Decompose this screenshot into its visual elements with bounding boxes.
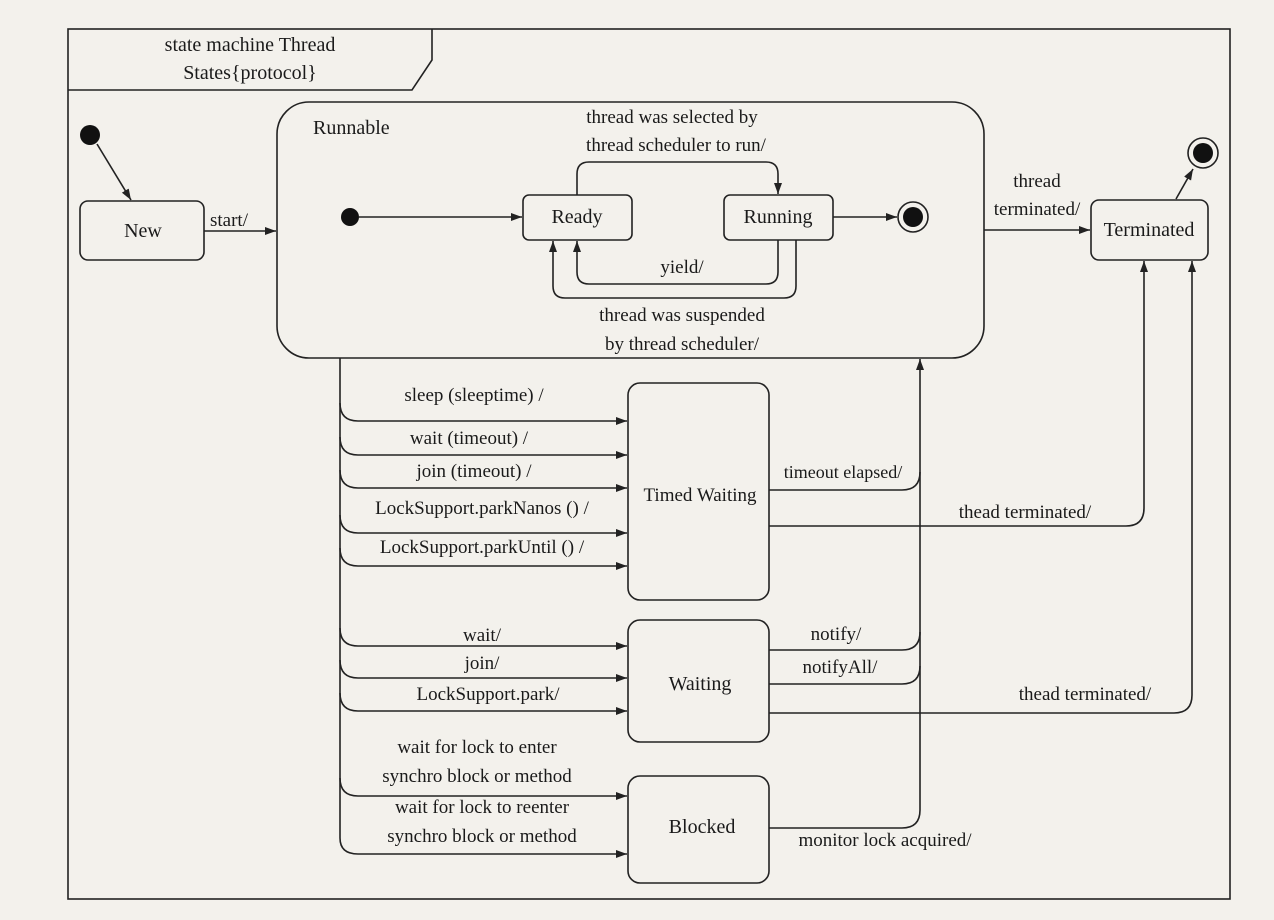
transition-join: join/ (464, 653, 501, 674)
transition-start: start/ (210, 210, 249, 231)
frame-title-line1: state machine Thread (165, 34, 336, 56)
transition-wait-timeout: wait (timeout) / (410, 428, 529, 449)
diagram-frame (67, 28, 1231, 900)
transition-terminated-line2: terminated/ (994, 199, 1081, 220)
transition-park-until: LockSupport.parkUntil () / (380, 537, 585, 558)
transition-park: LockSupport.park/ (416, 684, 560, 705)
state-timed-waiting-label: Timed Waiting (643, 485, 757, 506)
state-blocked (627, 775, 770, 884)
transition-park-nanos: LockSupport.parkNanos () / (375, 498, 589, 519)
transition-lock-reenter-line2: synchro block or method (387, 826, 577, 847)
state-blocked-label: Blocked (669, 816, 736, 838)
transition-terminated-line1: thread (1013, 171, 1061, 192)
transition-join-timeout: join (timeout) / (415, 461, 532, 482)
transition-lock-enter-line1: wait for lock to enter (397, 737, 557, 758)
transition-timeout-elapsed: timeout elapsed/ (784, 462, 902, 482)
transition-sleep: sleep (sleeptime) / (404, 385, 544, 406)
transition-suspended-line1: thread was suspended (599, 305, 765, 326)
runnable-final-state (897, 201, 929, 233)
state-ready-label: Ready (551, 206, 602, 228)
frame-title-tab (68, 29, 433, 91)
final-state (1187, 137, 1219, 169)
transition-wait: wait/ (463, 625, 502, 646)
state-timed-waiting (627, 382, 770, 601)
transition-thead-terminated-2: thead terminated/ (1019, 684, 1152, 705)
initial-state (80, 125, 100, 145)
state-runnable-label: Runnable (313, 117, 390, 139)
state-waiting (627, 619, 770, 743)
state-waiting-label: Waiting (669, 673, 732, 695)
transition-suspended-line2: by thread scheduler/ (605, 334, 760, 355)
state-running-label: Running (744, 206, 813, 228)
state-terminated (1090, 199, 1209, 261)
transition-thead-terminated-1: thead terminated/ (959, 502, 1092, 523)
transition-selected-line1: thread was selected by (586, 107, 758, 128)
transition-notify-all: notifyAll/ (803, 657, 879, 678)
transition-lock-enter-line2: synchro block or method (382, 766, 572, 787)
transition-monitor-lock: monitor lock acquired/ (798, 830, 972, 851)
transition-yield: yield/ (660, 257, 704, 278)
runnable-initial-state (341, 208, 359, 226)
state-terminated-label: Terminated (1104, 219, 1195, 241)
state-new-label: New (124, 220, 162, 242)
transition-lock-reenter-line1: wait for lock to reenter (395, 797, 570, 818)
transition-selected-line2: thread scheduler to run/ (586, 135, 767, 156)
frame-title-line2: States{protocol} (183, 62, 317, 84)
transition-notify: notify/ (811, 624, 862, 645)
